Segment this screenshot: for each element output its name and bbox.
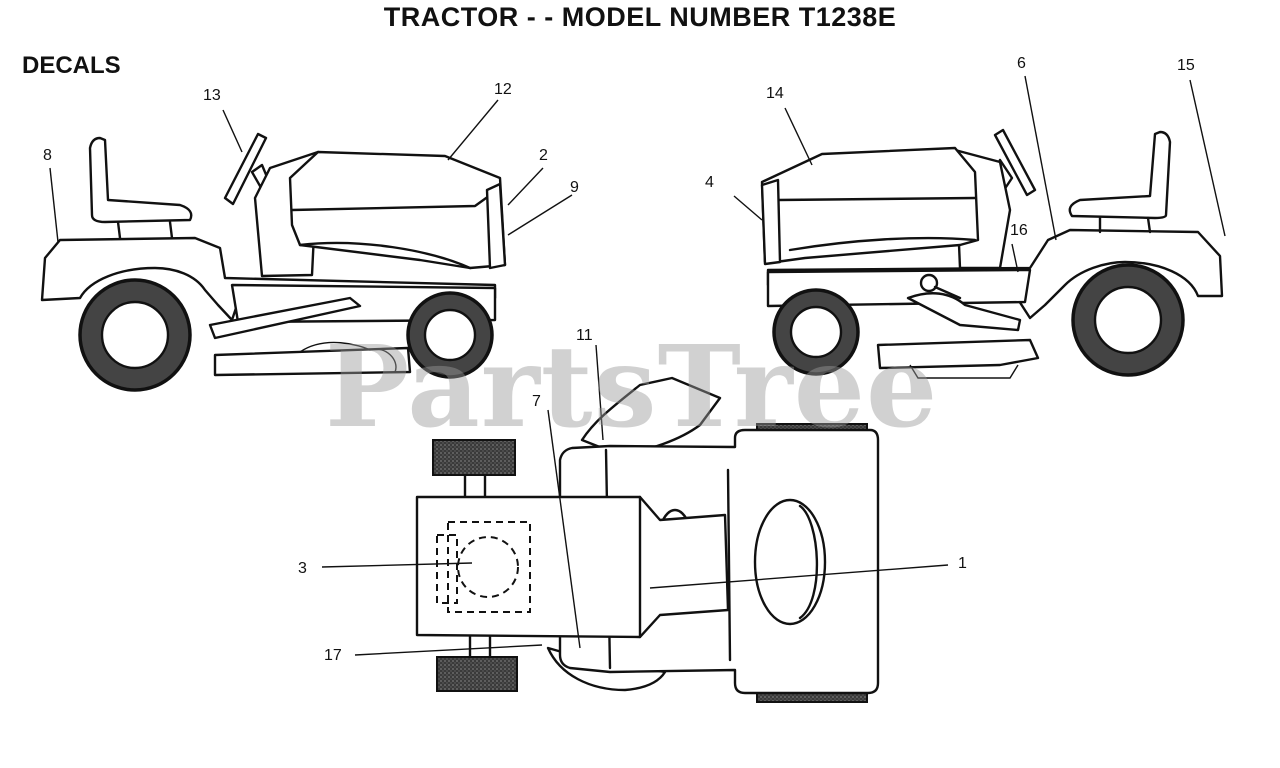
seat-area-top-view xyxy=(415,495,730,639)
callout-11: 11 xyxy=(576,327,593,344)
seat-left-view xyxy=(88,136,193,224)
section-label: DECALS xyxy=(22,52,121,79)
callout-1: 1 xyxy=(958,555,967,572)
callout-13: 13 xyxy=(203,87,221,104)
callout-15: 15 xyxy=(1177,57,1195,74)
hood-left-view xyxy=(288,150,507,270)
deck-lever-left-view xyxy=(208,296,362,340)
callout-4: 4 xyxy=(705,174,714,191)
callout-6: 6 xyxy=(1017,55,1026,72)
mower-deck-right-view xyxy=(876,338,1040,370)
callout-2: 2 xyxy=(539,147,548,164)
callout-8: 8 xyxy=(43,147,52,164)
hood-right-view xyxy=(760,146,980,264)
callout-3: 3 xyxy=(298,560,307,577)
tractor-top-view xyxy=(321,344,949,703)
callout-14: 14 xyxy=(766,85,784,102)
dash-panel-top-view xyxy=(753,498,827,626)
rear-tire-top-left-view xyxy=(432,439,516,476)
rear-tire-bottom-left-view xyxy=(436,656,518,692)
callout-12: 12 xyxy=(494,81,512,98)
callout-16: 16 xyxy=(1010,222,1028,239)
grille-left-view xyxy=(485,182,507,270)
callout-9: 9 xyxy=(570,179,579,196)
seat-adjust-lever-right-view xyxy=(906,292,1022,332)
steering-wheel-right-view xyxy=(993,128,1037,197)
callout-7: 7 xyxy=(532,393,541,410)
seat-top-view xyxy=(447,521,531,613)
watermark: PartsTree xyxy=(325,322,939,453)
grille-right-view xyxy=(760,178,782,266)
seat-right-view xyxy=(1068,130,1172,220)
tractor-right-side-view xyxy=(733,75,1226,379)
tractor-left-side-view xyxy=(40,99,573,392)
callout-17: 17 xyxy=(324,647,342,664)
steering-wheel-left-view xyxy=(223,132,268,206)
page-title: TRACTOR - - MODEL NUMBER T1238E xyxy=(383,2,897,32)
mower-deck-left-view xyxy=(213,346,412,377)
